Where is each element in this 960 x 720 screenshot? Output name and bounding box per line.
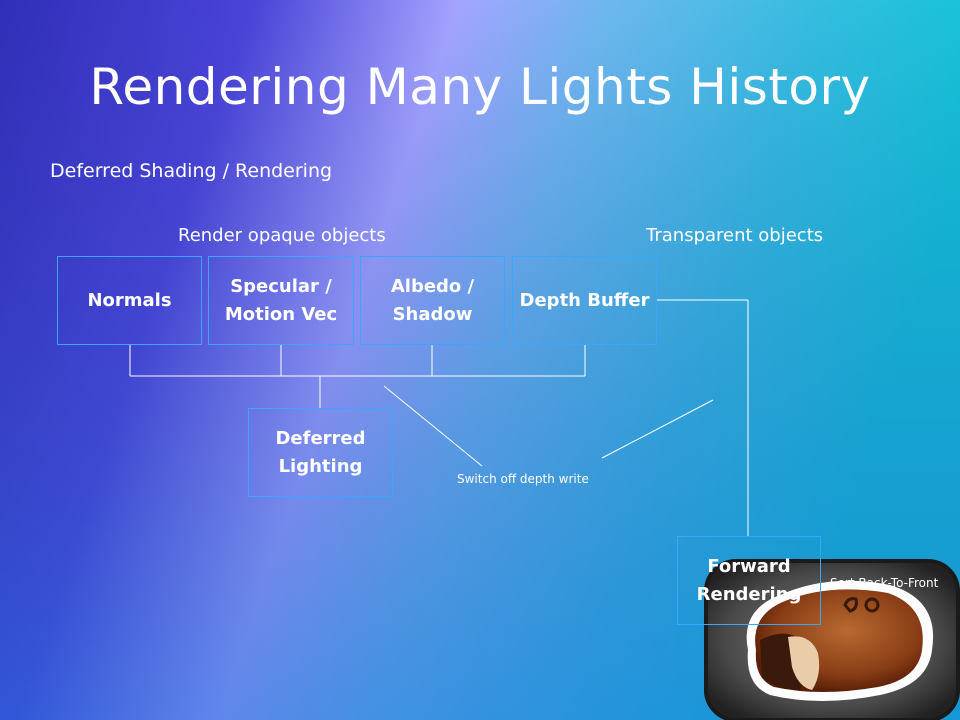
depth-write-note: Switch off depth write <box>457 472 589 486</box>
depth-buffer-box: Depth Buffer <box>512 256 657 345</box>
transparent-label: Transparent objects <box>646 225 824 246</box>
slide-title: Rendering Many Lights History <box>89 58 871 116</box>
depth-buffer-label: Depth Buffer <box>519 289 650 311</box>
opaque-label: Render opaque objects <box>178 225 386 246</box>
guinea-pig-tray-image <box>704 559 960 720</box>
specular-box: Specular /Motion Vec <box>208 256 354 345</box>
slide-subtitle: Deferred Shading / Rendering <box>50 160 333 182</box>
normals-box: Normals <box>57 256 202 345</box>
albedo-label: Albedo /Shadow <box>390 275 475 325</box>
albedo-box: Albedo /Shadow <box>360 256 505 345</box>
specular-label: Specular /Motion Vec <box>224 275 338 325</box>
normals-label: Normals <box>87 289 172 311</box>
sort-note: Sort Back-To-Front <box>830 576 939 590</box>
